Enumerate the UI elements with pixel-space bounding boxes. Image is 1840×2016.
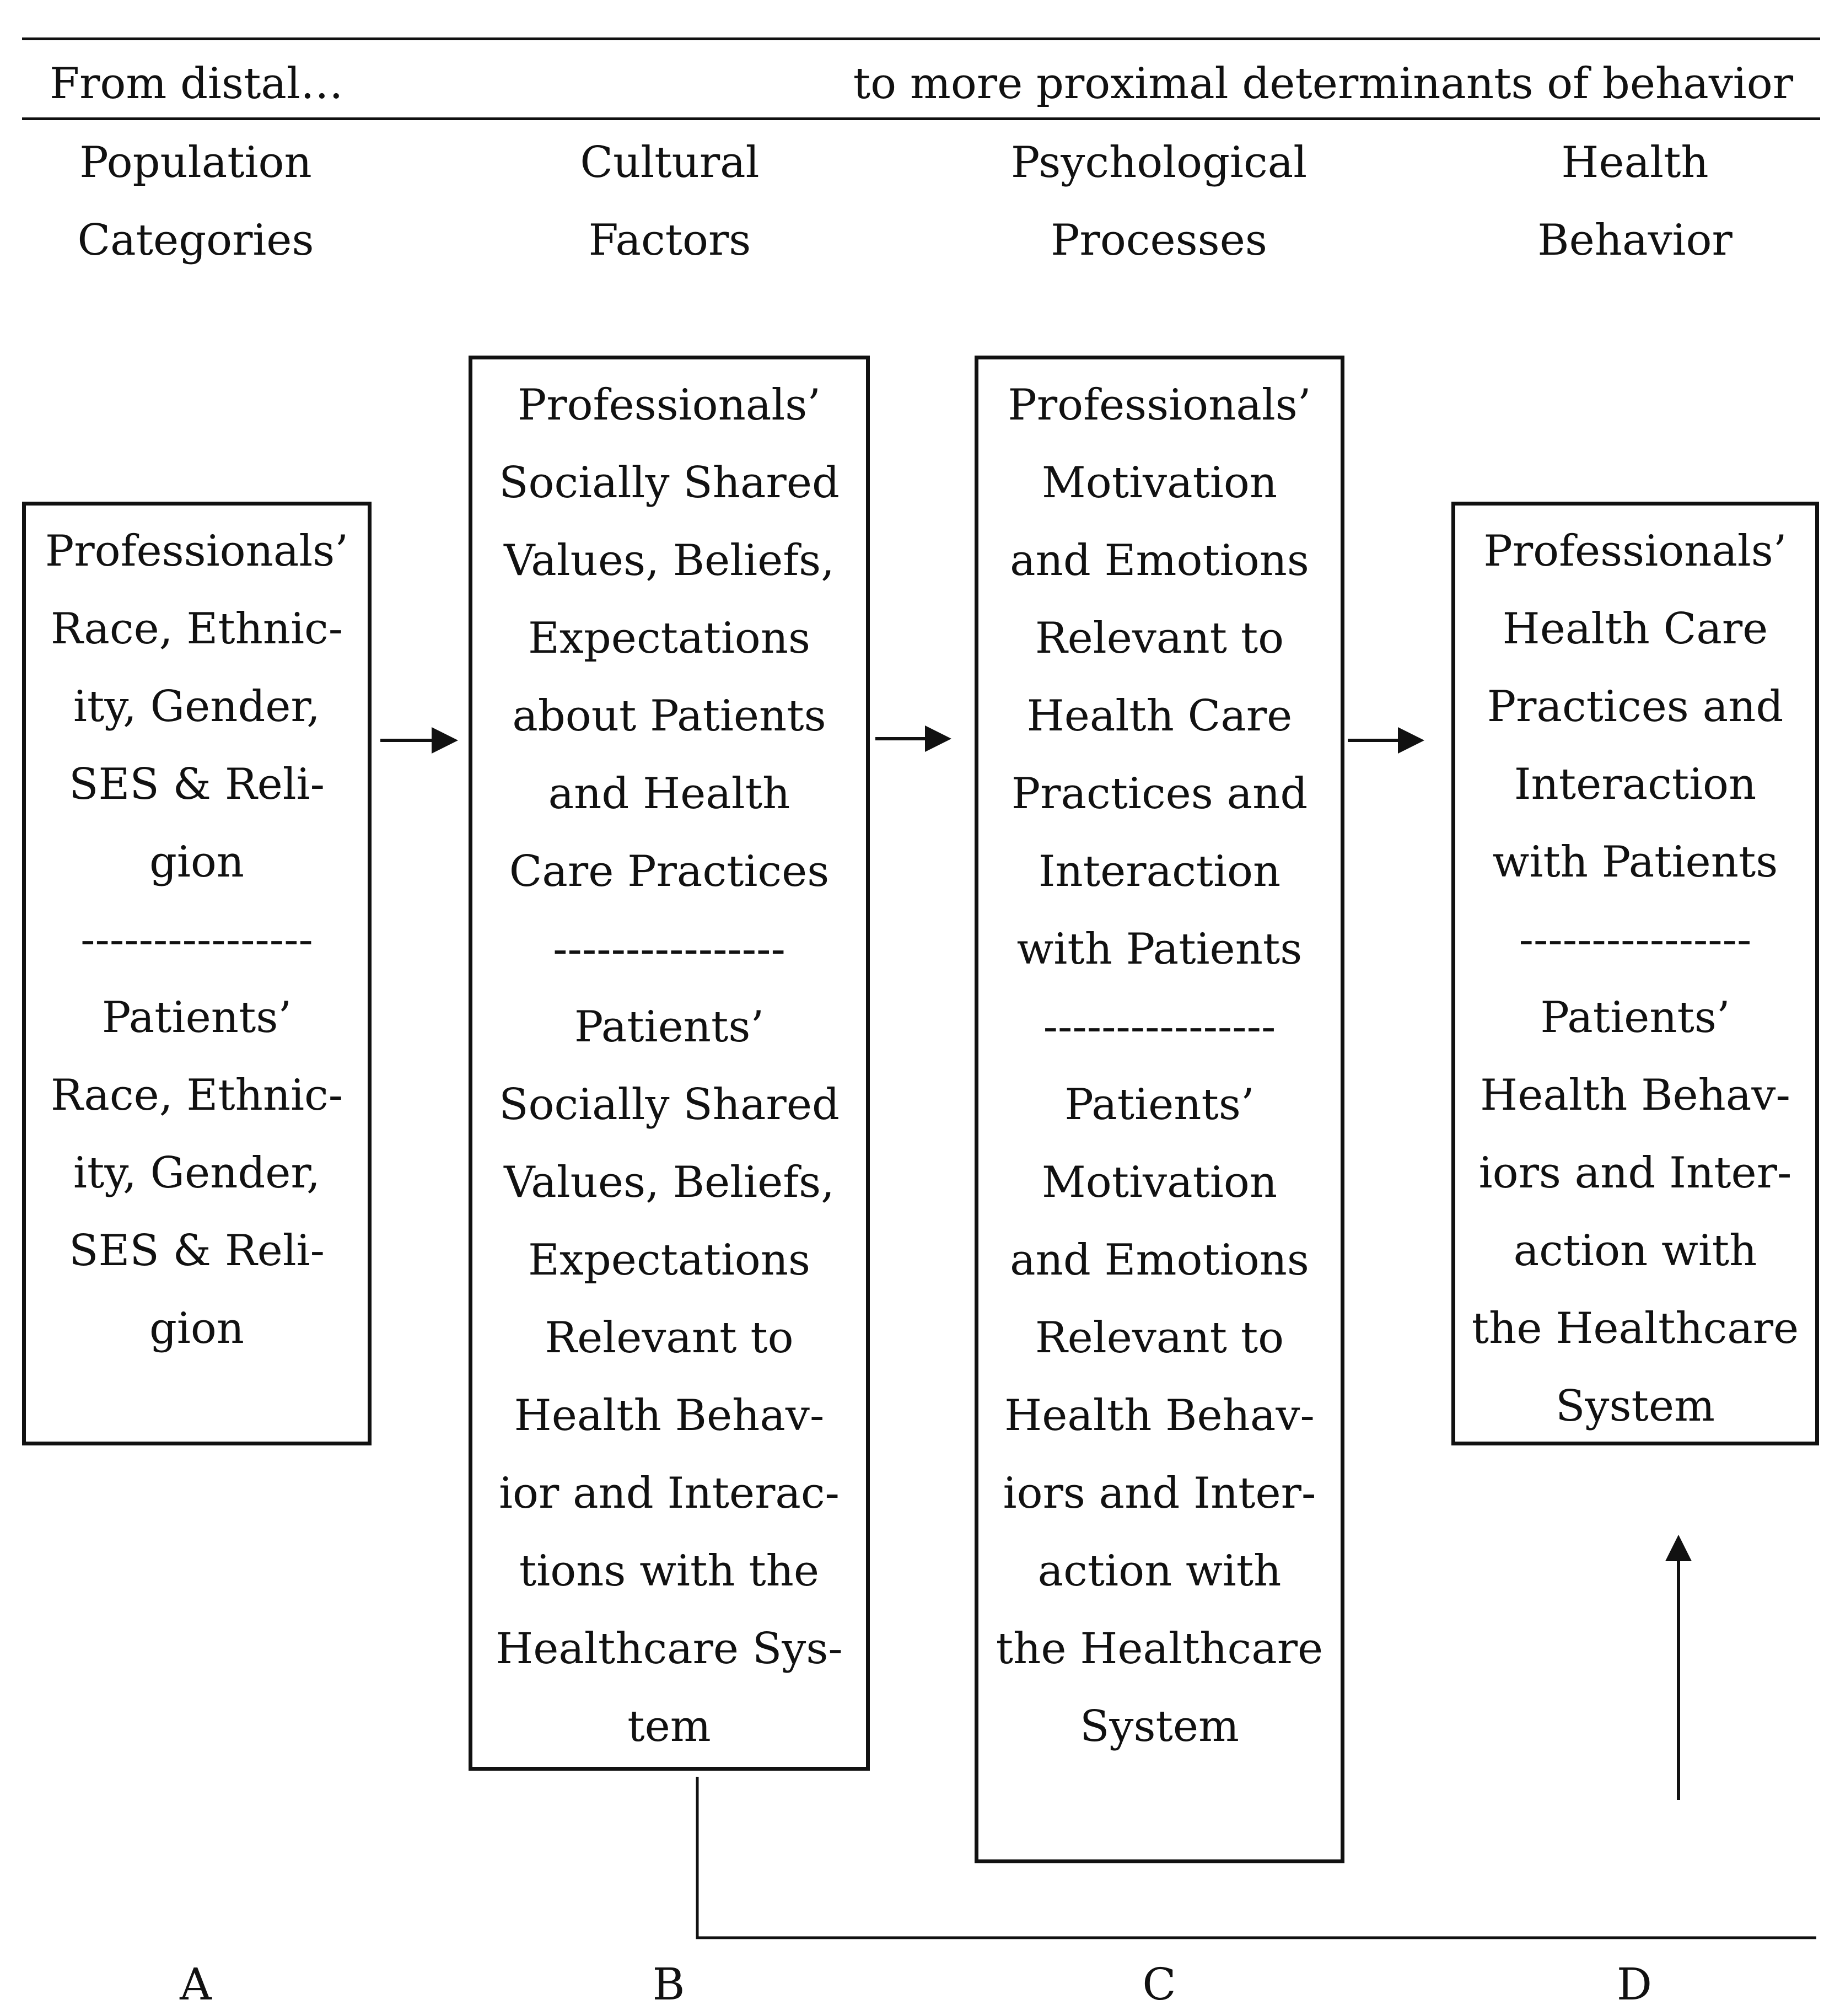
box-text-line: Values, Beliefs, [504,1158,835,1207]
box-text-line: Professionals’ [517,380,821,430]
box-text-line: tions with the [519,1546,820,1596]
box-health-behavior [1451,502,1819,1445]
header-top-rule [22,37,1820,40]
column-letter-b: B [652,1959,685,2010]
box-text-line: SES & Reli- [69,1226,325,1276]
box-text-line: Professionals’ [1008,380,1311,430]
box-text-line: Health Care [1502,604,1768,654]
column-title-c: Psychological Processes [1010,138,1308,265]
box-text-line: Patients’ [101,993,292,1042]
box-text-line: Practices and [1487,682,1784,732]
column-title-d: Health Behavior [1537,138,1733,265]
box-psychological-processes [975,356,1344,1863]
column-title-a: Population Categories [77,138,314,265]
box-text-line: Expectations [528,1235,811,1285]
box-text-line: Professionals’ [45,526,349,576]
column-letter-a: A [180,1959,212,2010]
box-text-line: Health Behav- [514,1391,825,1440]
box-text-line: System [1080,1702,1239,1751]
box-text-line: System [1556,1381,1715,1431]
box-text-line: Interaction [1514,760,1757,809]
box-text-line: about Patients [512,691,826,741]
box-text-line: Care Practices [509,847,830,896]
box-text-line: and Health [548,769,790,819]
connector-b-to-d [696,1777,1816,1939]
box-text-line: Interaction [1038,847,1281,896]
box-text-line: and Emotions [1010,1235,1309,1285]
box-text-line: Health Behav- [1480,1071,1790,1120]
box-text-line: Socially Shared [499,458,840,508]
column-title-b: Cultural Factors [580,138,760,265]
box-text-line: ity, Gender, [73,1148,320,1198]
box-text-line: Patients’ [1540,993,1730,1042]
header-bottom-rule [22,117,1820,120]
box-text-line: gion [149,837,245,887]
box-text-line: Patients’ [1064,1080,1255,1130]
box-text-line: Motivation [1041,458,1278,508]
box-text-line: SES & Reli- [69,760,325,809]
box-text-line: action with [1513,1226,1757,1276]
box-text-line: iors and Inter- [1003,1469,1316,1518]
box-text-line: Health Care [1026,691,1293,741]
box-text-line: Practices and [1011,769,1308,819]
box-text-line: tem [627,1702,711,1751]
header-right-text: to more proximal determinants of behavio… [853,59,1793,109]
box-a-text: Professionals’ Race, Ethnic-ity, Gender, S… [26,513,368,1368]
box-text-line: Health Behav- [1004,1391,1315,1440]
box-text-line: Expectations [528,614,811,663]
box-text-line: ity, Gender, [73,682,320,732]
box-text-line: Relevant to [1035,1313,1284,1363]
box-text-line: Race, Ethnic- [50,1071,343,1120]
box-text-line: the Healthcare [996,1624,1323,1674]
box-divider: ---------------- [80,915,313,965]
box-cultural-factors [469,356,870,1771]
box-text-line: action with [1037,1546,1282,1596]
box-text-line: Healthcare Sys- [496,1624,843,1674]
box-divider: ---------------- [1043,1002,1276,1052]
box-text-line: with Patients [1016,924,1303,974]
box-text-line: Race, Ethnic- [50,604,343,654]
box-text-line: Socially Shared [499,1080,840,1130]
box-text-line: ior and Interac- [499,1469,840,1518]
column-letter-d: D [1616,1959,1653,2010]
box-divider: ---------------- [1519,915,1752,965]
box-text-line: iors and Inter- [1478,1148,1792,1198]
box-text-line: gion [149,1304,245,1353]
box-text-line: the Healthcare [1471,1304,1799,1353]
box-text-line: Relevant to [1035,614,1284,663]
box-text-line: Patients’ [574,1002,765,1052]
box-text-line: Motivation [1041,1158,1278,1207]
box-text-line: Relevant to [545,1313,794,1363]
header-left-text: From distal… [50,59,343,109]
column-letter-c: C [1142,1959,1176,2010]
box-population-categories [22,502,372,1445]
box-text-line: with Patients [1492,837,1778,887]
box-text-line: Professionals’ [1483,526,1787,576]
box-text-line: and Emotions [1010,536,1309,585]
box-text-line: Values, Beliefs, [504,536,835,585]
box-divider: ---------------- [553,924,786,974]
